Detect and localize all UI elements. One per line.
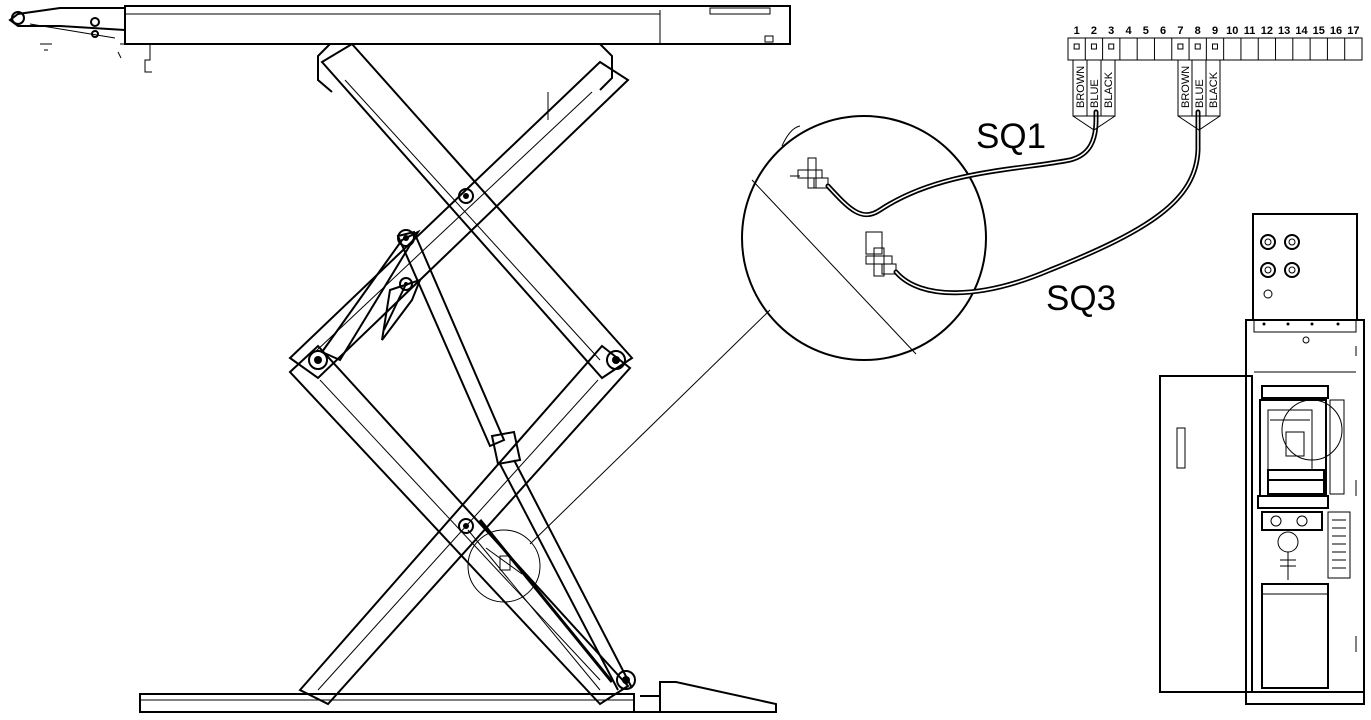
terminal-number: 2 (1091, 25, 1097, 37)
terminal-screw (1108, 43, 1115, 50)
cabinet-door (1159, 375, 1253, 693)
sensor-cables (825, 109, 1201, 296)
cabinet-internals (1251, 385, 1357, 689)
top-platform (8, 5, 791, 73)
terminal-number: 10 (1226, 25, 1238, 37)
terminal-number: 9 (1212, 25, 1218, 37)
terminal-number: 16 (1330, 25, 1342, 37)
wire-label-brown-1: BROWN (1075, 66, 1087, 108)
hydraulic-cylinder (320, 229, 633, 691)
terminal-number: 14 (1295, 25, 1308, 37)
terminal-number: 6 (1160, 25, 1166, 37)
sensor-zoom-view (741, 115, 987, 361)
scissor-arm-b (288, 60, 632, 706)
terminal-screw (1090, 43, 1097, 50)
terminal-number: 1 (1074, 25, 1080, 37)
terminal-number: 17 (1347, 25, 1359, 37)
sensor-detail-circle (467, 529, 541, 603)
scissor-lift (8, 5, 791, 713)
terminal-number: 15 (1313, 25, 1325, 37)
wire-label-black-1: BLACK (1103, 71, 1115, 108)
control-buttons (1260, 234, 1300, 299)
wire-group-2: BROWN BLUE BLACK (1177, 59, 1221, 131)
terminal-number: 3 (1108, 25, 1114, 37)
terminal-number: 7 (1177, 25, 1183, 37)
scissor-arm-a (288, 42, 634, 706)
wire-label-brown-2: BROWN (1180, 66, 1192, 108)
zoom-leader-line (529, 309, 771, 545)
terminal-screw (1194, 43, 1201, 50)
terminal-number: 4 (1125, 25, 1132, 37)
terminal-cells (1073, 38, 1346, 60)
terminal-screw (1073, 43, 1080, 50)
terminal-number: 12 (1261, 25, 1273, 37)
terminal-number: 11 (1244, 25, 1256, 37)
sq3-label: SQ3 (1046, 279, 1116, 318)
sq1-label: SQ1 (976, 117, 1046, 156)
pivot-pins (308, 188, 636, 690)
control-cabinet (1159, 213, 1365, 705)
terminal-number: 13 (1278, 25, 1290, 37)
wire-group-1: BROWN BLUE BLACK (1072, 59, 1116, 131)
wire-label-blue-2: BLUE (1194, 79, 1206, 108)
base-frame (139, 681, 777, 713)
terminal-number: 5 (1143, 25, 1149, 37)
sq1-sensor (790, 157, 829, 189)
terminal-screw (1177, 43, 1184, 50)
terminal-screw (1212, 43, 1218, 50)
wire-label-blue-1: BLUE (1089, 79, 1101, 108)
wire-label-black-2: BLACK (1208, 71, 1220, 108)
sq3-sensor (865, 231, 897, 277)
terminal-number: 8 (1195, 25, 1201, 37)
